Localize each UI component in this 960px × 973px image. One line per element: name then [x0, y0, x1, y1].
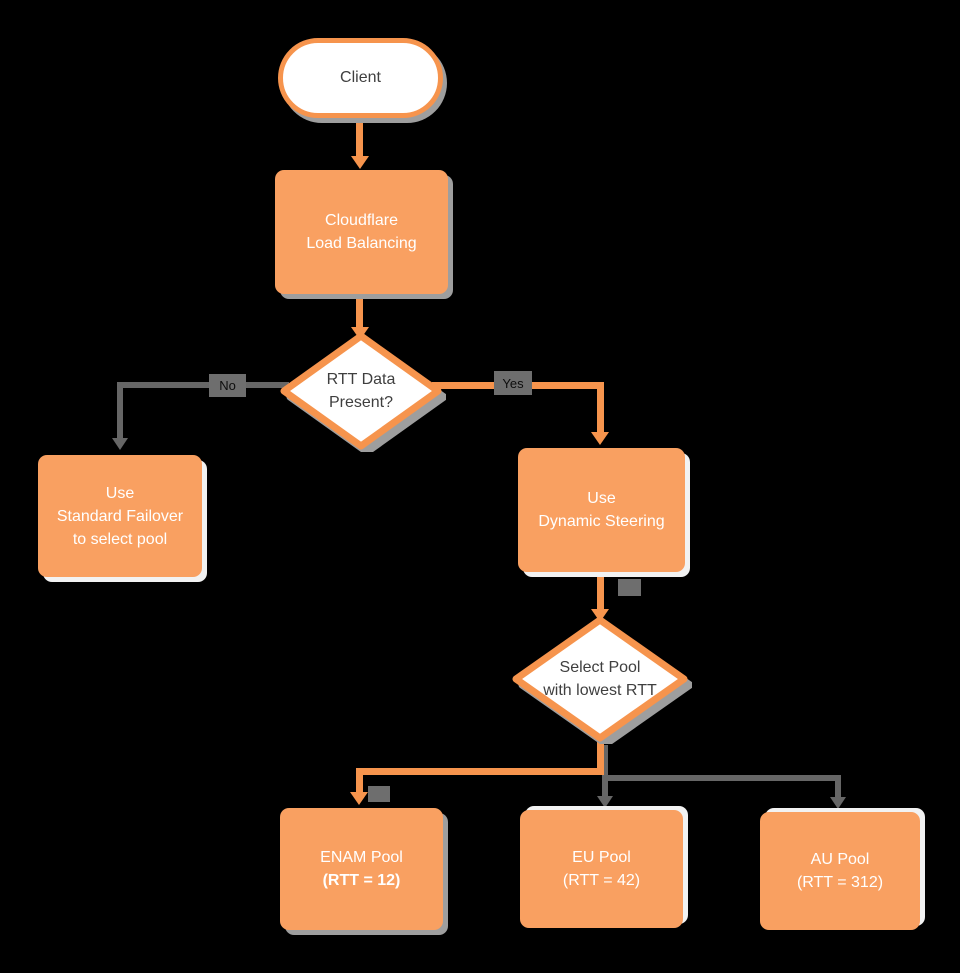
edge-label-yes-text: Yes [502, 375, 524, 391]
edge-select-pool-to-enam-vertical2 [356, 768, 363, 794]
edge-select-pool-to-enam-horizontal [356, 768, 604, 775]
arrowhead-into-select-pool [591, 609, 609, 622]
enam-pool-line-1: ENAM Pool [320, 849, 403, 866]
eu-pool-line-1: EU Pool [572, 849, 631, 866]
node-use-dynamic-steering: Use Dynamic Steering [518, 448, 685, 572]
select-pool-text: Select Pool with lowest RTT [508, 614, 692, 744]
decision-rtt-data-present: RTT Data Present? [276, 330, 446, 452]
edge-select-pool-to-enam-vertical1 [597, 740, 604, 772]
node-cloudflare-line-1: Cloudflare [325, 212, 398, 229]
arrowhead-into-standard-failover [112, 438, 128, 450]
dynamic-steering-line-1: Use [587, 490, 616, 507]
standard-failover-line-3: to select pool [72, 530, 168, 548]
edge-no-horizontal [117, 382, 289, 388]
select-pool-line-2: with lowest RTT [543, 682, 657, 699]
au-pool-line-2: (RTT = 312) [796, 874, 884, 891]
eu-pool-line-2: (RTT = 42) [562, 872, 641, 889]
edge-dynamic-steering-to-select-pool [597, 570, 604, 612]
arrowhead-into-enam-pool [350, 792, 368, 805]
edge-cloudflare-to-rtt-decision [356, 294, 363, 330]
standard-failover-line-1: Use [105, 484, 135, 502]
dynamic-steering-line-2: Dynamic Steering [538, 513, 665, 530]
edge-client-to-cloudflare [356, 116, 363, 158]
edge-label-no: No [209, 374, 246, 397]
node-au-pool: AU Pool (RTT = 312) [760, 812, 920, 930]
decision-select-pool-lowest-rtt: Select Pool with lowest RTT [508, 614, 692, 744]
arrowhead-into-eu-pool [597, 796, 613, 808]
select-pool-diamond-shape [512, 616, 692, 744]
node-client: Client [278, 38, 443, 118]
rtt-decision-text: RTT Data Present? [276, 330, 446, 452]
arrowhead-into-dynamic-steering [591, 432, 609, 445]
rtt-decision-diamond-shape [280, 332, 446, 452]
enam-pool-line-2: (RTT = 12) [322, 872, 401, 889]
au-pool-line-1: AU Pool [810, 851, 870, 868]
edge-label-blank-2 [368, 786, 390, 802]
node-cloudflare-load-balancing: Cloudflare Load Balancing [275, 170, 448, 294]
arrowhead-into-cloudflare [351, 156, 369, 169]
arrowhead-into-au-pool [830, 797, 846, 809]
edge-select-pool-to-au-horizontal [604, 775, 841, 781]
edge-label-blank-1 [618, 579, 641, 596]
edge-yes-vertical [597, 382, 604, 434]
node-eu-pool: EU Pool (RTT = 42) [520, 810, 683, 928]
edge-select-pool-to-eu [602, 745, 608, 798]
edge-no-vertical [117, 382, 123, 440]
node-enam-pool: ENAM Pool (RTT = 12) [280, 808, 443, 930]
edge-label-no-text: No [219, 378, 236, 393]
select-pool-line-1: Select Pool [559, 659, 641, 676]
edge-select-pool-to-au-vertical [835, 775, 841, 799]
rtt-decision-line-1: RTT Data [326, 371, 396, 388]
standard-failover-line-2: Standard Failover [56, 507, 184, 525]
node-cloudflare-line-2: Load Balancing [306, 235, 417, 252]
node-use-standard-failover: Use Standard Failover to select pool [38, 455, 202, 577]
rtt-decision-line-2: Present? [328, 394, 394, 411]
edge-label-yes: Yes [494, 371, 532, 395]
node-client-label: Client [340, 69, 381, 86]
